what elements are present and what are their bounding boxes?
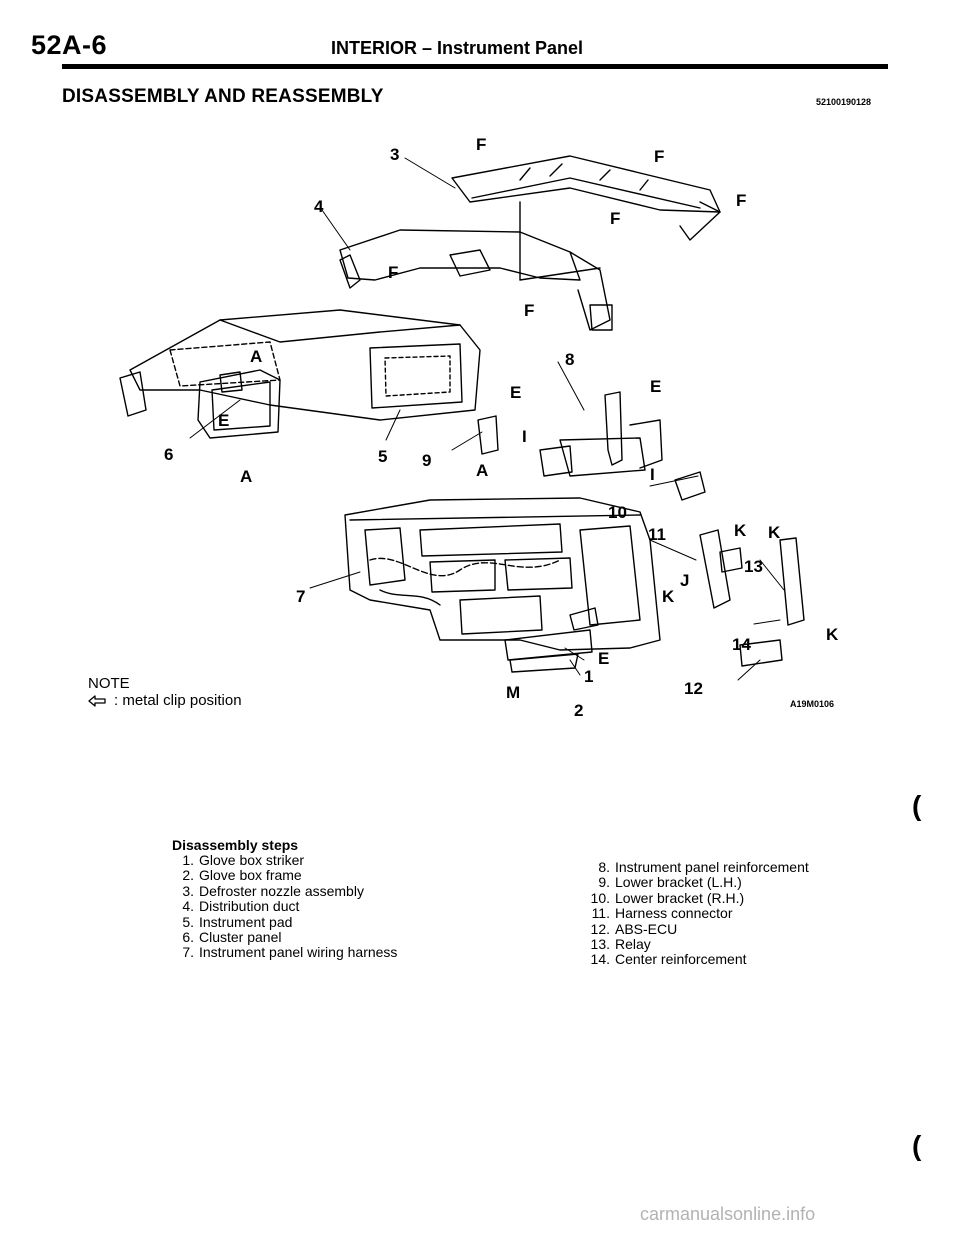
- step-item: 13.Relay: [590, 936, 651, 953]
- letter-J: J: [680, 571, 689, 590]
- note-label: NOTE: [88, 675, 130, 692]
- letter-K: K: [826, 625, 839, 644]
- step-item: 14.Center reinforcement: [590, 951, 747, 968]
- reinforcement: [559, 391, 663, 477]
- callout-4: 4: [314, 197, 324, 216]
- header-rule: [62, 64, 888, 69]
- figure-code: A19M0106: [790, 699, 835, 709]
- callout-11: 11: [648, 525, 666, 544]
- step-item: 4.Distribution duct: [182, 898, 300, 915]
- step-item: 1.Glove box striker: [182, 852, 305, 868]
- letter-I: I: [650, 465, 655, 484]
- letter-F: F: [736, 191, 746, 210]
- letter-F: F: [524, 301, 534, 320]
- section-title: DISASSEMBLY AND REASSEMBLY: [62, 86, 384, 107]
- steps-list-left: 1.Glove box striker 2.Glove box frame 3.…: [172, 852, 398, 961]
- letter-K: K: [768, 523, 781, 542]
- defroster-nozzle: [451, 155, 721, 281]
- cluster-panel: [197, 369, 281, 439]
- callout-9: 9: [422, 451, 431, 470]
- letter-F: F: [388, 263, 398, 282]
- letter-E: E: [598, 649, 609, 668]
- steps-title: Disassembly steps: [172, 837, 299, 853]
- letter-E: E: [510, 383, 521, 402]
- callout-13: 13: [744, 557, 763, 576]
- step-item: 7.Instrument panel wiring harness: [182, 944, 398, 961]
- callout-14: 14: [732, 635, 751, 654]
- step-item: 9.Lower bracket (L.H.): [598, 874, 742, 891]
- callout-6: 6: [164, 445, 173, 464]
- note-text: : metal clip position: [114, 692, 242, 709]
- callout-1: 1: [584, 667, 593, 686]
- callout-8: 8: [565, 350, 574, 369]
- letter-K: K: [662, 587, 675, 606]
- section-code: 52100190128: [816, 97, 872, 107]
- letter-A: A: [250, 347, 262, 366]
- page-title: INTERIOR – Instrument Panel: [331, 38, 584, 58]
- instrument-panel: [344, 497, 661, 651]
- metal-clip-arrow-icon: [88, 694, 106, 707]
- letter-K: K: [734, 521, 747, 540]
- callout-7: 7: [296, 587, 305, 606]
- letter-E: E: [218, 411, 229, 430]
- step-item: 6.Cluster panel: [182, 929, 282, 946]
- binding-mark: (: [912, 790, 922, 821]
- instrument-pad: [119, 309, 481, 421]
- letter-A: A: [240, 467, 252, 486]
- callout-5: 5: [378, 447, 387, 466]
- center-reinforcement: [699, 529, 805, 667]
- step-item: 2.Glove box frame: [182, 867, 302, 884]
- callout-3: 3: [390, 145, 399, 164]
- exploded-view-diagram: 3 4 8 5 6 9 10 11 13 7 14 1 12 2 F F F F…: [119, 135, 839, 720]
- page-code: 52A-6: [31, 30, 108, 60]
- letter-F: F: [654, 147, 664, 166]
- callout-10: 10: [608, 503, 627, 522]
- step-item: 8.Instrument panel reinforcement: [598, 859, 809, 875]
- callout-2: 2: [574, 701, 583, 720]
- step-item: 12.ABS-ECU: [590, 920, 678, 937]
- distribution-duct: [339, 229, 613, 331]
- letter-A: A: [476, 461, 488, 480]
- letter-M: M: [506, 683, 520, 702]
- leader-lines: [189, 157, 785, 681]
- step-item: 11.Harness connector: [591, 905, 733, 922]
- letter-F: F: [610, 209, 620, 228]
- binding-mark: (: [912, 1130, 922, 1161]
- steps-list-right: 8.Instrument panel reinforcement 9.Lower…: [588, 859, 809, 968]
- watermark: carmanualsonline.info: [640, 1204, 816, 1224]
- note-row: : metal clip position: [88, 692, 242, 709]
- callout-12: 12: [684, 679, 703, 698]
- letter-F: F: [476, 135, 486, 154]
- step-item: 10.Lower bracket (R.H.): [590, 889, 745, 906]
- letter-I: I: [522, 427, 527, 446]
- step-item: 5.Instrument pad: [182, 913, 293, 930]
- letter-E: E: [650, 377, 661, 396]
- lower-brackets: [477, 415, 706, 501]
- step-item: 3.Defroster nozzle assembly: [182, 882, 364, 899]
